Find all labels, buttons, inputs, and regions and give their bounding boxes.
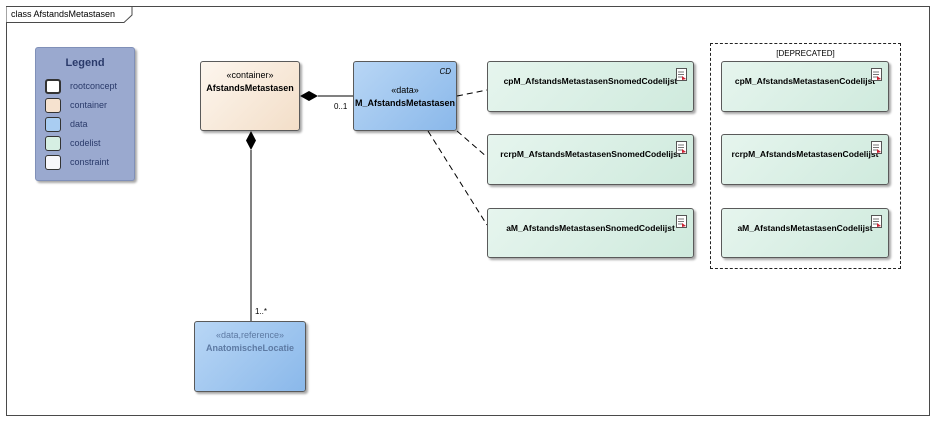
codelist-am-snomed[interactable]: aM_AfstandsMetastasenSnomedCodelijst bbox=[487, 208, 694, 258]
document-icon bbox=[871, 215, 882, 228]
legend-title: Legend bbox=[65, 57, 105, 69]
legend-label: data bbox=[70, 119, 88, 129]
composition-reference-container bbox=[246, 131, 256, 321]
deprecated-group: [DEPRECATED] bbox=[710, 43, 901, 269]
document-icon bbox=[676, 141, 687, 154]
legend-label: container bbox=[70, 100, 108, 110]
class-name: M_AfstandsMetastasen bbox=[354, 98, 456, 108]
class-afstandsmetastasen[interactable]: «container» AfstandsMetastasen bbox=[200, 61, 300, 131]
codelist-name: cpM_AfstandsMetastasenSnomedCodelijst bbox=[503, 76, 678, 86]
class-tag: CD bbox=[439, 67, 451, 76]
codelist-dependencies bbox=[427, 89, 488, 226]
class-name: AnatomischeLocatie bbox=[205, 343, 295, 353]
class-m-afstandsmetastasen[interactable]: CD «data» M_AfstandsMetastasen bbox=[353, 61, 457, 131]
legend-swatch bbox=[45, 79, 61, 94]
class-stereotype: «data» bbox=[391, 85, 419, 95]
codelist-name: aM_AfstandsMetastasenSnomedCodelijst bbox=[506, 223, 675, 233]
class-anatomischelocatie[interactable]: «data,reference» AnatomischeLocatie bbox=[194, 321, 306, 392]
codelist-cpm-deprecated[interactable]: cpM_AfstandsMetastasenCodelijst bbox=[721, 61, 889, 112]
legend-label: codelist bbox=[70, 138, 101, 148]
codelist-cpm-snomed[interactable]: cpM_AfstandsMetastasenSnomedCodelijst bbox=[487, 61, 694, 112]
multiplicity-data-end: 0..1 bbox=[334, 102, 348, 111]
codelist-name: aM_AfstandsMetastasenCodelijst bbox=[737, 223, 873, 233]
legend: Legend rootconcept container data codeli… bbox=[35, 47, 135, 181]
composition-diamond-icon bbox=[300, 91, 318, 101]
codelist-rcrpm-deprecated[interactable]: rcrpM_AfstandsMetastasenCodelijst bbox=[721, 134, 889, 185]
class-name: AfstandsMetastasen bbox=[206, 83, 294, 93]
class-stereotype: «data,reference» bbox=[215, 330, 285, 340]
codelist-name: cpM_AfstandsMetastasenCodelijst bbox=[734, 76, 876, 86]
document-icon bbox=[676, 68, 687, 81]
legend-swatch bbox=[45, 117, 61, 132]
legend-swatch bbox=[45, 155, 61, 170]
codelist-am-deprecated[interactable]: aM_AfstandsMetastasenCodelijst bbox=[721, 208, 889, 258]
codelist-name: rcrpM_AfstandsMetastasenCodelijst bbox=[731, 149, 879, 159]
codelist-rcrpm-snomed[interactable]: rcrpM_AfstandsMetastasenSnomedCodelijst bbox=[487, 134, 694, 185]
class-stereotype: «container» bbox=[226, 70, 274, 80]
legend-label: constraint bbox=[70, 157, 110, 167]
diagram-title: class AfstandsMetastasen bbox=[11, 9, 116, 19]
deprecated-label: [DEPRECATED] bbox=[776, 49, 835, 58]
document-icon bbox=[676, 215, 687, 228]
composition-diamond-icon bbox=[246, 131, 256, 150]
legend-label: rootconcept bbox=[70, 81, 118, 91]
document-icon bbox=[871, 141, 882, 154]
legend-swatch bbox=[45, 136, 61, 151]
frame-tab bbox=[6, 6, 136, 23]
composition-data-container bbox=[300, 91, 353, 101]
multiplicity-reference-end: 1..* bbox=[255, 307, 268, 316]
legend-swatch bbox=[45, 98, 61, 113]
document-icon bbox=[871, 68, 882, 81]
codelist-name: rcrpM_AfstandsMetastasenSnomedCodelijst bbox=[500, 149, 681, 159]
